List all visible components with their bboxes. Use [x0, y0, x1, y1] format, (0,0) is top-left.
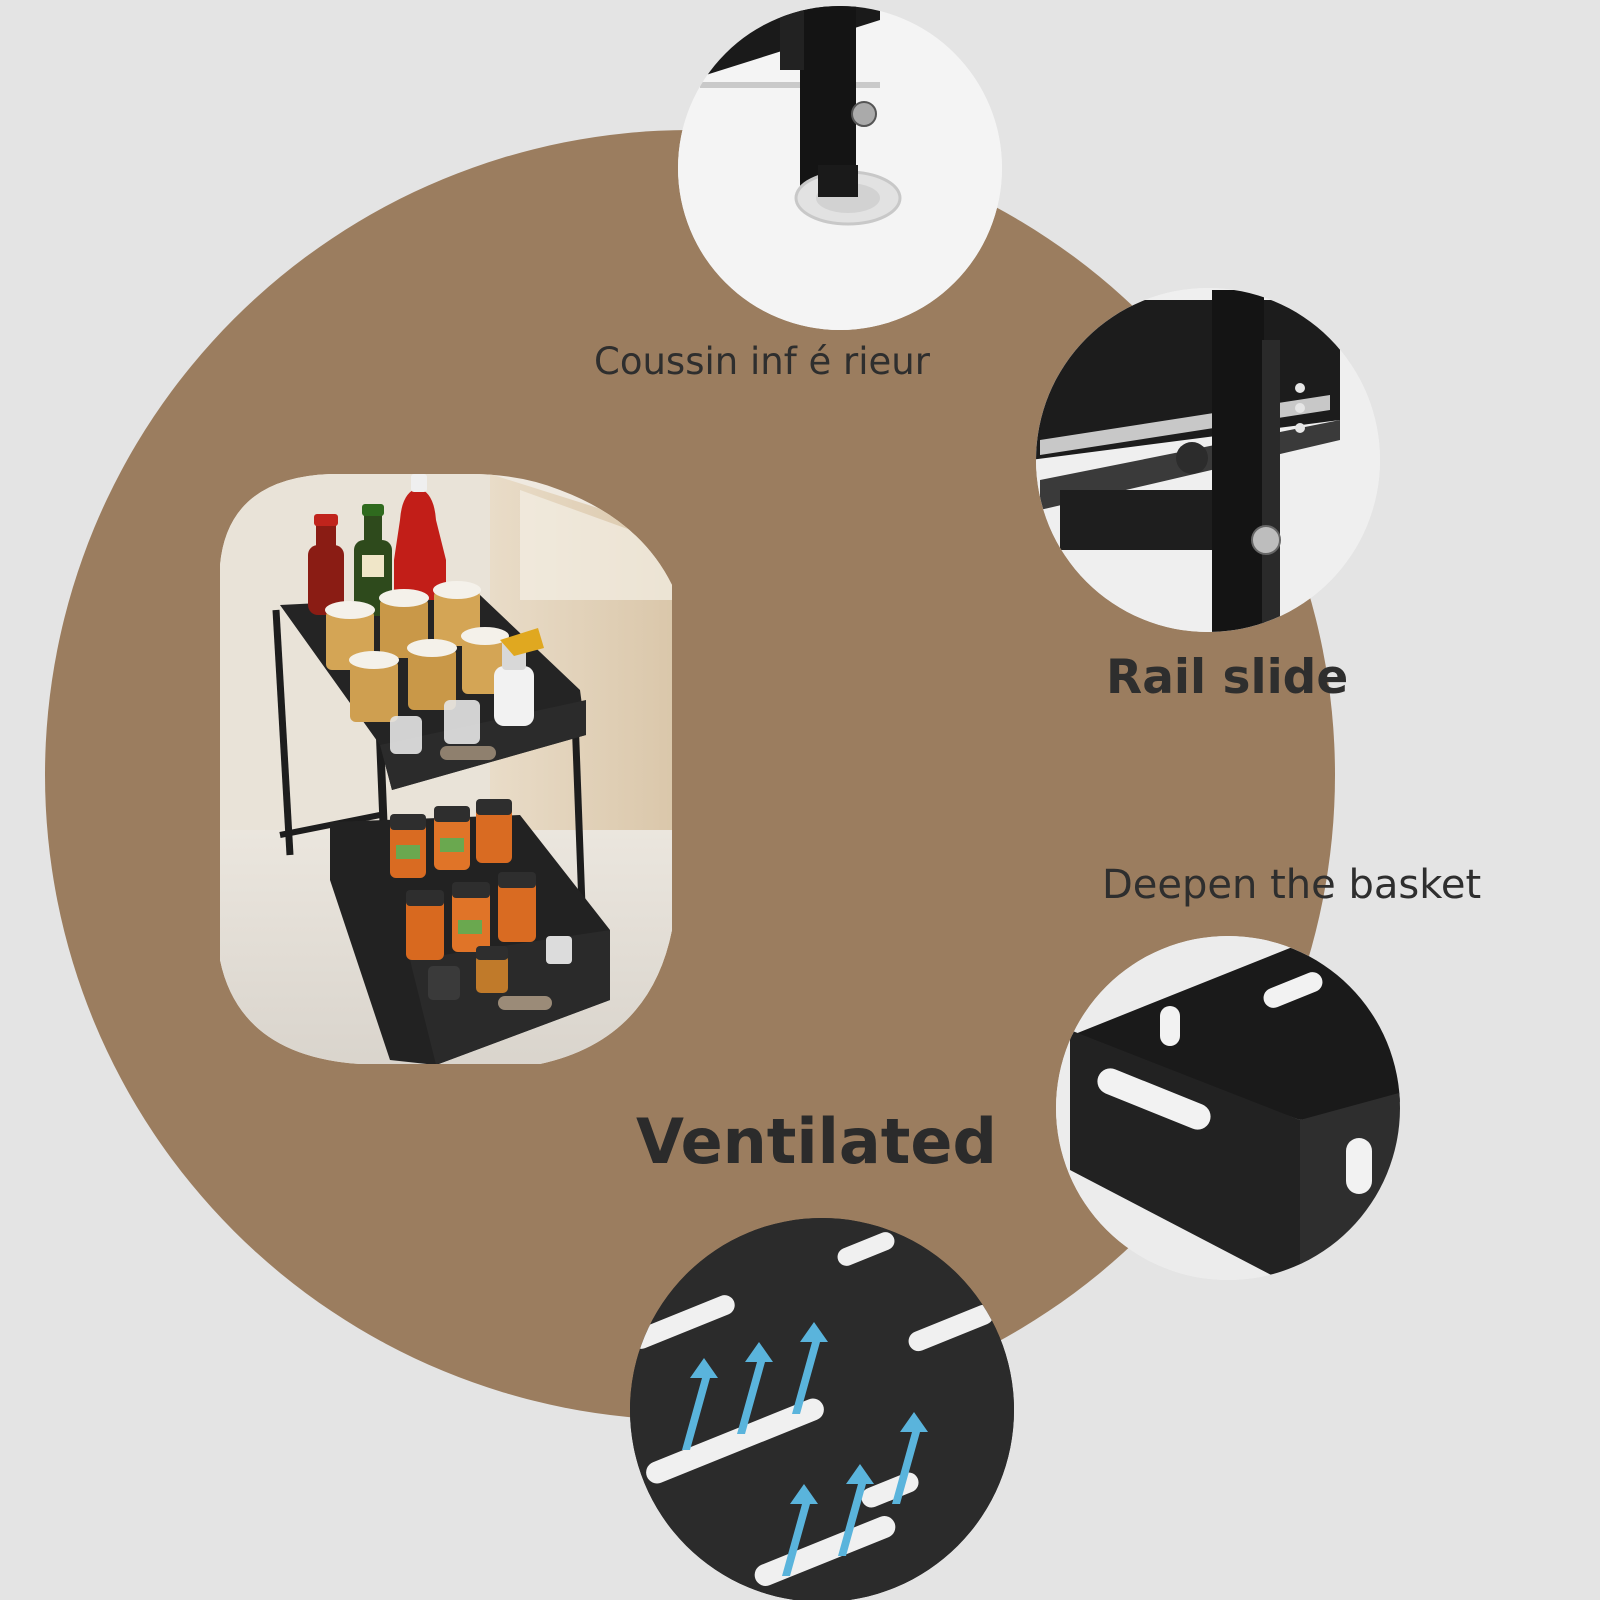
lower-jars — [390, 799, 572, 1000]
ventilated-detail — [630, 1218, 1014, 1600]
basket-detail — [1056, 936, 1400, 1280]
rail-slide-label: Rail slide — [1106, 650, 1349, 705]
main-product-image — [220, 474, 672, 1064]
cushion-detail — [678, 6, 1002, 330]
ventilated-label: Ventilated — [636, 1105, 997, 1178]
deepen-basket-label: Deepen the basket — [1102, 862, 1482, 908]
rail-detail — [1036, 288, 1380, 632]
background-disc — [45, 130, 1335, 1420]
cushion-label: Coussin inf é rieur — [594, 340, 930, 383]
top-bottles — [308, 474, 446, 616]
top-jars — [325, 581, 544, 754]
airflow-arrows — [682, 1322, 928, 1576]
